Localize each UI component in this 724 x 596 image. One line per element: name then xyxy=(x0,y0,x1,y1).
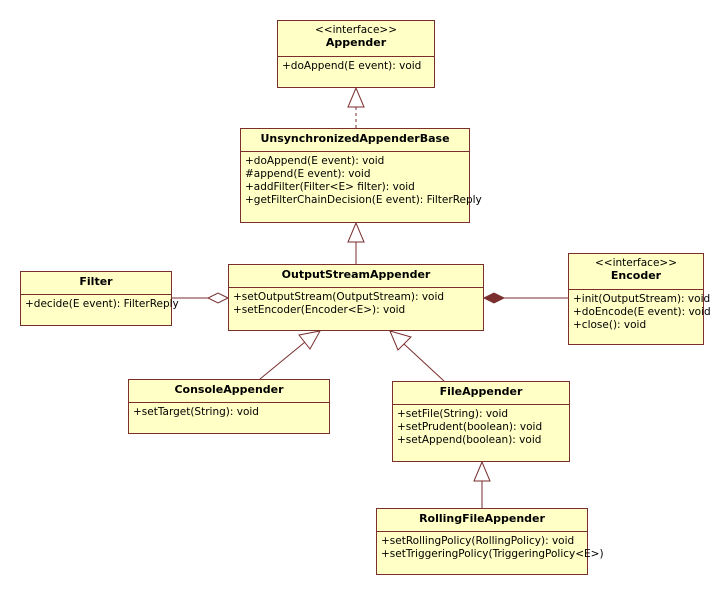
method: +doAppend(E event): void xyxy=(245,155,385,167)
class-name: UnsynchronizedAppenderBase xyxy=(260,132,450,145)
class-name: RollingFileAppender xyxy=(419,512,545,525)
method: +addFilter(Filter<E> filter): void xyxy=(245,181,415,193)
class-unsynchronized-appender-base[interactable]: UnsynchronizedAppenderBase +doAppend(E e… xyxy=(240,128,482,223)
class-output-stream-appender[interactable]: OutputStreamAppender +setOutputStream(Ou… xyxy=(228,264,484,331)
class-header: UnsynchronizedAppenderBase xyxy=(241,129,469,152)
class-rolling-file-appender[interactable]: RollingFileAppender +setRollingPolicy(Ro… xyxy=(376,508,604,575)
class-name: OutputStreamAppender xyxy=(281,268,431,281)
member-list: +setRollingPolicy(RollingPolicy): void +… xyxy=(377,532,604,564)
generalization-arrowhead-base xyxy=(347,221,365,243)
method: +setTriggeringPolicy(TriggeringPolicy<E>… xyxy=(381,548,604,560)
class-name: Filter xyxy=(79,275,113,288)
class-appender[interactable]: <<interface>> Appender +doAppend(E event… xyxy=(277,20,435,88)
method: +doEncode(E event): void xyxy=(573,306,711,318)
class-name: Appender xyxy=(325,36,387,49)
method: +setRollingPolicy(RollingPolicy): void xyxy=(381,535,575,547)
generalization-arrowhead-file-parent xyxy=(473,460,491,482)
member-list: +setTarget(String): void xyxy=(129,403,329,422)
generalization-arrowhead-console xyxy=(298,330,321,350)
class-header: RollingFileAppender xyxy=(377,509,587,532)
member-list: +setFile(String): void +setPrudent(boole… xyxy=(393,405,569,450)
method: +decide(E event): FilterReply xyxy=(25,298,179,310)
member-list: +setOutputStream(OutputStream): void +se… xyxy=(229,288,483,320)
class-filter[interactable]: Filter +decide(E event): FilterReply xyxy=(20,271,179,326)
method: +close(): void xyxy=(573,319,647,331)
class-console-appender[interactable]: ConsoleAppender +setTarget(String): void xyxy=(128,379,330,434)
member-list: +decide(E event): FilterReply xyxy=(21,295,179,314)
method: +init(OutputStream): void xyxy=(573,293,711,305)
class-header: ConsoleAppender xyxy=(129,380,329,403)
class-name: Encoder xyxy=(610,269,662,282)
stereotype-label: <<interface>> xyxy=(594,257,678,269)
stereotype-label: <<interface>> xyxy=(314,24,398,36)
class-header: <<interface>> Encoder xyxy=(569,254,703,290)
method: +setTarget(String): void xyxy=(133,406,259,418)
class-name: FileAppender xyxy=(439,385,523,398)
class-file-appender[interactable]: FileAppender +setFile(String): void +set… xyxy=(392,381,570,462)
method: +setEncoder(Encoder<E>): void xyxy=(233,304,406,316)
member-list: +init(OutputStream): void +doEncode(E ev… xyxy=(569,290,711,335)
method: +doAppend(E event): void xyxy=(282,60,422,72)
method: #append(E event): void xyxy=(245,168,371,180)
class-header: OutputStreamAppender xyxy=(229,265,483,288)
method: +setOutputStream(OutputStream): void xyxy=(233,291,445,303)
member-list: +doAppend(E event): void #append(E event… xyxy=(241,152,482,210)
class-header: <<interface>> Appender xyxy=(278,21,434,57)
method: +getFilterChainDecision(E event): Filter… xyxy=(245,194,482,206)
realization-arrowhead xyxy=(347,86,365,108)
method: +setFile(String): void xyxy=(397,408,509,420)
composition-diamond xyxy=(482,292,506,304)
generalization-console-to-osa xyxy=(259,341,306,380)
class-name: ConsoleAppender xyxy=(174,383,284,396)
class-header: FileAppender xyxy=(393,382,569,405)
member-list: +doAppend(E event): void xyxy=(278,57,434,76)
aggregation-diamond xyxy=(206,292,230,304)
method: +setAppend(boolean): void xyxy=(397,434,542,446)
generalization-file-to-osa xyxy=(403,343,445,382)
class-header: Filter xyxy=(21,272,171,295)
generalization-arrowhead-file xyxy=(389,330,412,351)
method: +setPrudent(boolean): void xyxy=(397,421,543,433)
class-encoder[interactable]: <<interface>> Encoder +init(OutputStream… xyxy=(568,253,711,345)
